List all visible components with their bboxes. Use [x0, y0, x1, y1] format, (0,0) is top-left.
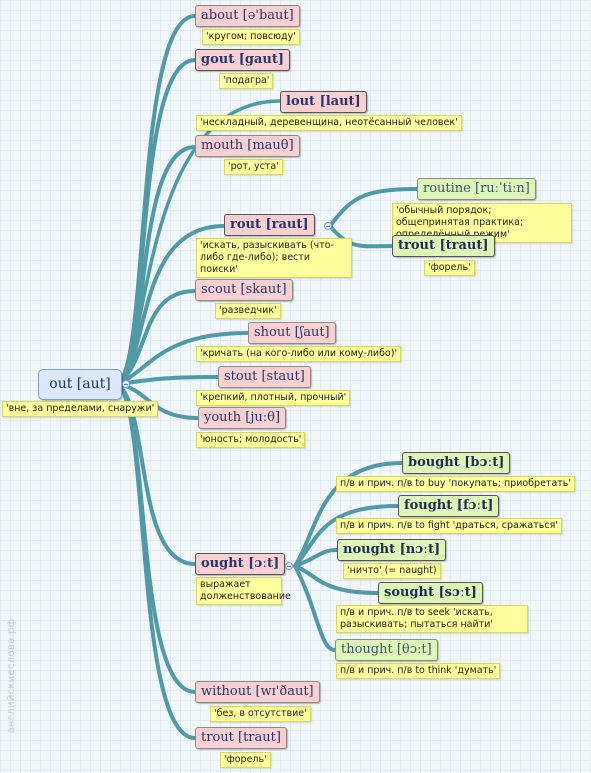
node-ought[interactable]: ought [ɔːt] — [195, 553, 286, 575]
translation-lout: 'нескладный, деревенщина, неотёсанный че… — [196, 115, 462, 131]
translation-sought: п/в и прич. п/в to seek 'искать, разыски… — [336, 605, 528, 633]
edge-shout — [116, 331, 250, 386]
edge-nought — [293, 548, 339, 568]
node-nought[interactable]: nought [nɔːt] — [337, 539, 447, 561]
node-trout-2[interactable]: trout [traut] — [195, 727, 287, 749]
root-node-out[interactable]: out [aut] — [38, 369, 122, 400]
node-bought[interactable]: bought [bɔːt] — [402, 452, 511, 474]
node-mouth[interactable]: mouth [mauθ] — [195, 135, 300, 157]
translation-bought: п/в и прич. п/в to buy 'покупать; приобр… — [336, 476, 576, 492]
edge-stout — [116, 375, 220, 386]
translation-trout-1: 'форель' — [424, 260, 475, 276]
node-thought[interactable]: thought [θɔːt] — [335, 639, 438, 661]
translation-mouth: 'рот, уста' — [224, 159, 283, 175]
node-scout[interactable]: scout [skaut] — [195, 279, 293, 301]
edge-scout — [116, 289, 197, 386]
edge-thought — [293, 564, 337, 652]
edge-bought — [293, 461, 404, 568]
translation-shout: 'кричать (на кого-либо или кому-либо)' — [196, 346, 402, 362]
translation-stout: 'крепкий, плотный, прочный' — [196, 390, 351, 406]
node-rout[interactable]: rout [raut] — [224, 214, 315, 236]
collapse-handle-icon[interactable] — [285, 562, 293, 570]
translation-gout: 'подагра' — [219, 73, 274, 89]
edge-fought — [293, 504, 400, 568]
node-gout[interactable]: gout [gaut] — [195, 49, 291, 71]
node-without[interactable]: without [wɪ'ðaut] — [195, 681, 320, 703]
collapse-handle-icon[interactable] — [324, 222, 332, 230]
node-about[interactable]: about [ə'baut] — [195, 5, 300, 27]
translation-rout: 'искать, разыскивать (что-либо где-либо)… — [196, 238, 352, 278]
node-shout[interactable]: shout [ʃaut] — [248, 322, 336, 344]
node-routine[interactable]: routine [ruːˈtiːn] — [417, 178, 536, 200]
node-fought[interactable]: fought [fɔːt] — [398, 495, 500, 517]
watermark: английскиеслова.рф — [6, 618, 17, 734]
translation-nought: 'ничто' (= naught) — [343, 563, 441, 579]
translation-fought: п/в и прич. п/в to fight 'драться, сража… — [336, 518, 562, 534]
edge-routine — [328, 187, 419, 228]
node-lout[interactable]: lout [laut] — [280, 91, 367, 113]
translation-about: 'кругом; повсюду' — [202, 29, 300, 45]
edge-sought — [293, 564, 380, 595]
node-youth[interactable]: youth [juːθ] — [198, 407, 287, 429]
collapse-handle-icon[interactable] — [122, 380, 130, 388]
translation-without: 'без, в отсутствие' — [210, 706, 311, 722]
root-translation: 'вне, за пределами, снаружи' — [2, 401, 159, 417]
node-stout[interactable]: stout [staut] — [218, 366, 311, 388]
node-sought[interactable]: sought [sɔːt] — [378, 582, 483, 604]
translation-ought: выражает долженствование — [196, 577, 291, 605]
translation-youth: 'юность; молодость' — [196, 432, 306, 448]
translation-thought: п/в и прич. п/в to think 'думать' — [336, 663, 501, 679]
translation-trout-2: 'форель' — [220, 752, 271, 768]
translation-scout: 'разведчик' — [215, 303, 281, 319]
edge-trout1 — [328, 224, 394, 249]
node-trout-1[interactable]: trout [traut] — [392, 235, 495, 257]
